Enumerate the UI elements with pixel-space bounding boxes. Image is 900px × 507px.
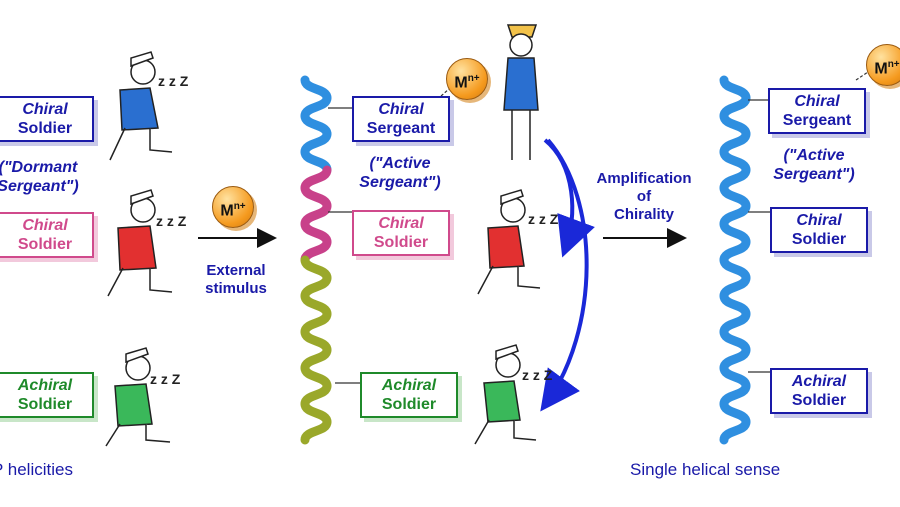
amplification-label: Amplification of Chirality [584, 170, 704, 224]
middle-active-sergeant-note: ("Active Sergeant") [350, 154, 450, 192]
label-line: Chiral [796, 212, 842, 229]
left-chiral-soldier-box-2: Chiral Soldier [0, 212, 94, 258]
sleeping-soldier-blue [109, 51, 173, 161]
svg-text:z z Z: z z Z [158, 73, 189, 89]
ion-label: M [874, 60, 888, 78]
note-line: Sergeant") [0, 178, 79, 195]
middle-chiral-soldier-box: Chiral Soldier [352, 210, 450, 256]
middle-achiral-soldier-box: Achiral Soldier [360, 372, 458, 418]
note-line: ("Active [369, 155, 431, 172]
middle-chiral-sergeant-box: Chiral Sergeant [352, 96, 450, 142]
right-helix [719, 75, 751, 445]
label-line: Chiral [378, 215, 424, 232]
label-line: Achiral [17, 377, 73, 394]
right-metal-ion: Mn+ [866, 44, 900, 86]
label-line: Chiral [22, 217, 68, 234]
ion-label: M [220, 202, 234, 220]
ion-charge: n+ [233, 201, 246, 212]
right-chiral-soldier-box: Chiral Soldier [770, 207, 868, 253]
label-line: Soldier [373, 234, 429, 251]
note-line: Sergeant") [773, 166, 855, 183]
label-line: Sergeant [366, 120, 436, 137]
label-line: Soldier [791, 231, 847, 248]
ion-label: M [454, 74, 468, 92]
middle-helix [300, 75, 332, 445]
svg-text:z z Z: z z Z [522, 367, 553, 383]
label-line: Sergeant [782, 112, 852, 129]
zzz-marks: z z Z z z Z z z Z z z Z z z Z [150, 73, 559, 387]
label-line: Achiral [791, 373, 847, 390]
label-line: Soldier [791, 392, 847, 409]
label-line: Chiral [794, 93, 840, 110]
sleeping-soldier-green-mid [474, 344, 537, 445]
note-line: Sergeant") [359, 174, 441, 191]
svg-text:z z Z: z z Z [156, 213, 187, 229]
right-active-sergeant-note: ("Active Sergeant") [764, 146, 864, 184]
ion-charge: n+ [887, 59, 900, 70]
label-line: Chiral [378, 101, 424, 118]
left-achiral-soldier-box: Achiral Soldier [0, 372, 94, 418]
right-caption: Single helical sense [630, 460, 781, 479]
helix-segment [300, 417, 332, 445]
label-line: Soldier [381, 396, 437, 413]
right-chiral-sergeant-box: Chiral Sergeant [768, 88, 866, 134]
label-line: Amplification [596, 170, 692, 187]
external-stimulus-label: External stimulus [194, 262, 278, 298]
label-line: Chiral [22, 101, 68, 118]
dormant-sergeant-note: ("Dormant Sergeant") [0, 158, 88, 196]
svg-text:z z Z: z z Z [150, 371, 181, 387]
left-caption: P helicities [0, 460, 73, 479]
sleeping-soldier-red-mid [477, 189, 541, 295]
label-line: Achiral [381, 377, 437, 394]
note-line: ("Active [783, 147, 845, 164]
ion-charge: n+ [467, 73, 480, 84]
label-line: Soldier [17, 236, 73, 253]
left-chiral-soldier-box-1: Chiral Soldier [0, 96, 94, 142]
label-line: Soldier [17, 120, 73, 137]
standing-sergeant [503, 24, 539, 160]
label-line: stimulus [205, 280, 267, 297]
blue-curved-arrows [540, 138, 595, 412]
note-line: ("Dormant [0, 159, 78, 176]
label-line: Soldier [17, 396, 73, 413]
right-achiral-soldier-box: Achiral Soldier [770, 368, 868, 414]
label-line: Chirality [613, 206, 674, 223]
helix-segment [719, 417, 751, 445]
sleeping-soldier-green [105, 347, 171, 447]
middle-metal-ion: Mn+ [446, 58, 488, 100]
sleeping-soldier-red [107, 189, 173, 297]
metal-ion: Mn+ [212, 186, 254, 228]
label-line: of [636, 188, 652, 205]
label-line: External [206, 262, 266, 279]
svg-text:z z Z: z z Z [528, 211, 559, 227]
